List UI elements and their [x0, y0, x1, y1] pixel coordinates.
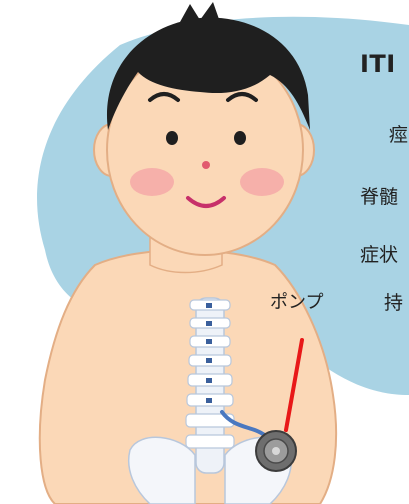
right-eye [234, 131, 246, 145]
article-heading: ITI [360, 50, 396, 78]
pump-label: ポンプ [270, 288, 323, 314]
article-text-line-1: 痙 [389, 120, 408, 147]
article-text-line-4: 持 [384, 288, 403, 315]
left-cheek [130, 168, 174, 196]
article-text-line-2: 脊髄 [360, 182, 398, 209]
nose [202, 161, 210, 169]
right-cheek [240, 168, 284, 196]
article-text-line-3: 症状 [360, 240, 398, 267]
left-eye [166, 131, 178, 145]
spine-icon [186, 298, 234, 473]
pump-icon [256, 431, 296, 471]
